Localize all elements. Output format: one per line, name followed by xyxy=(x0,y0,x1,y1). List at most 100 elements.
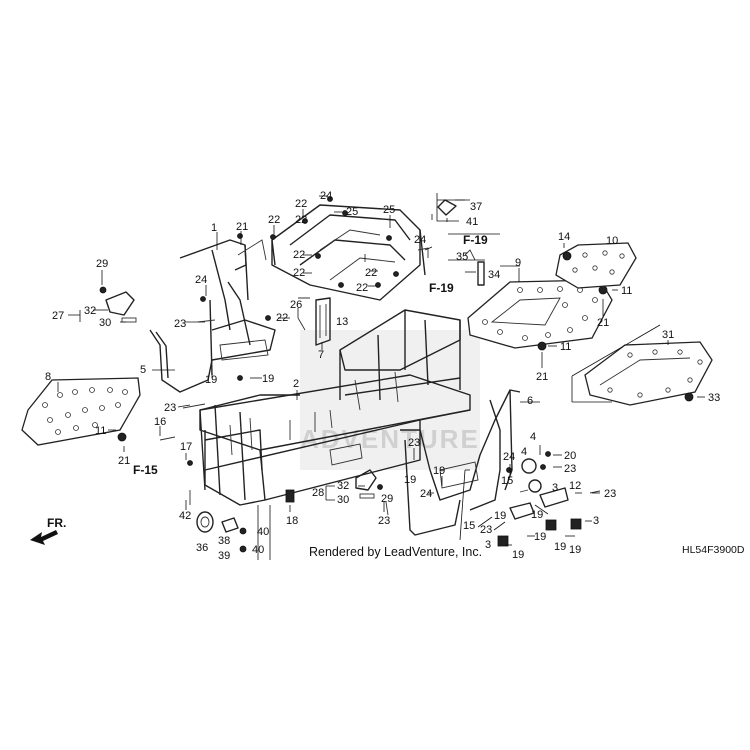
watermark-text: ADVENTURE xyxy=(300,424,480,454)
label-part-3: 3 xyxy=(552,482,558,494)
label-part-21: 21 xyxy=(236,221,248,233)
label-part-9: 9 xyxy=(515,257,521,269)
label-part-23: 23 xyxy=(564,463,576,475)
label-part-19: 19 xyxy=(404,474,416,486)
label-part-3: 3 xyxy=(593,515,599,527)
rendered-by-text: Rendered by LeadVenture, Inc. xyxy=(309,545,482,559)
label-part-21: 21 xyxy=(597,317,609,329)
label-part-12: 12 xyxy=(569,480,581,492)
label-part-23: 23 xyxy=(604,488,616,500)
label-part-18: 18 xyxy=(286,515,298,527)
rear-guard xyxy=(400,389,521,536)
direction-label: FR. xyxy=(47,516,66,530)
label-part-19: 19 xyxy=(534,531,546,543)
label-part-26: 26 xyxy=(290,299,302,311)
label-part-1: 1 xyxy=(211,222,217,234)
label-part-35: 35 xyxy=(456,251,468,263)
floor-plate-center xyxy=(467,279,613,351)
label-part-22: 22 xyxy=(365,267,377,279)
label-part-27: 27 xyxy=(52,310,64,322)
label-part-11: 11 xyxy=(95,425,106,437)
label-part-19: 19 xyxy=(531,509,543,521)
label-part-42: 42 xyxy=(179,510,191,522)
label-part-22: 22 xyxy=(276,312,288,324)
part-labels: 1 21 22 22 22 24 25 25 22 22 22 22 24 37… xyxy=(45,190,720,562)
label-part-11: 11 xyxy=(560,341,571,353)
label-part-40: 40 xyxy=(257,526,269,538)
label-part-14: 14 xyxy=(558,231,570,243)
label-part-4: 4 xyxy=(530,431,536,443)
label-part-23: 23 xyxy=(480,524,492,536)
label-part-24: 24 xyxy=(195,274,207,286)
front-direction-arrow-icon xyxy=(30,530,58,545)
label-part-19: 19 xyxy=(262,373,274,385)
label-part-6: 6 xyxy=(527,395,533,407)
label-part-23: 23 xyxy=(378,515,390,527)
label-part-39: 39 xyxy=(218,550,230,562)
label-part-15: 15 xyxy=(501,475,513,487)
label-part-22: 22 xyxy=(293,249,305,261)
label-part-29: 29 xyxy=(96,258,108,270)
label-part-29: 29 xyxy=(381,493,393,505)
ref-f15: F-15 xyxy=(133,463,158,477)
label-part-31: 31 xyxy=(662,329,674,341)
label-part-19: 19 xyxy=(512,549,524,561)
label-part-25: 25 xyxy=(346,206,358,218)
label-part-21: 21 xyxy=(118,455,130,467)
label-part-24: 24 xyxy=(414,234,426,246)
label-part-24: 24 xyxy=(420,488,432,500)
label-part-32: 32 xyxy=(84,305,96,317)
label-part-19: 19 xyxy=(433,465,445,477)
label-part-23: 23 xyxy=(408,437,420,449)
label-part-23: 23 xyxy=(174,318,186,330)
label-part-19: 19 xyxy=(205,374,217,386)
upper-rear-frame xyxy=(271,204,426,301)
label-part-22: 22 xyxy=(295,198,307,210)
floor-plate-right xyxy=(571,324,713,406)
vertical-brace xyxy=(315,297,331,346)
label-part-30: 30 xyxy=(99,317,111,329)
label-part-22: 22 xyxy=(356,282,368,294)
ref-f19-lower: F-19 xyxy=(429,281,454,295)
mount-group-left xyxy=(189,490,247,553)
label-part-15: 15 xyxy=(463,520,475,532)
label-part-13: 13 xyxy=(336,316,348,328)
label-part-19: 19 xyxy=(569,544,581,556)
floor-plate-top-right xyxy=(555,242,637,289)
label-part-2: 2 xyxy=(293,378,299,390)
label-part-23: 23 xyxy=(164,402,176,414)
leader-lines xyxy=(57,193,705,560)
label-part-22: 22 xyxy=(268,214,280,226)
front-guard xyxy=(149,281,276,393)
label-part-25: 25 xyxy=(383,204,395,216)
hardware-top-right xyxy=(417,199,485,286)
label-part-19: 19 xyxy=(494,510,506,522)
label-part-16: 16 xyxy=(154,416,166,428)
bracket-left xyxy=(99,286,137,323)
label-part-32: 32 xyxy=(337,480,349,492)
label-part-17: 17 xyxy=(180,441,192,453)
label-part-20: 20 xyxy=(564,450,576,462)
label-part-5: 5 xyxy=(140,364,146,376)
label-part-34: 34 xyxy=(488,269,500,281)
diagram-code: HL54F3900D xyxy=(682,544,745,556)
label-part-33: 33 xyxy=(708,392,720,404)
ref-f19-upper: F-19 xyxy=(463,233,488,247)
label-part-8: 8 xyxy=(45,371,51,383)
label-part-28: 28 xyxy=(312,487,324,499)
label-part-10: 10 xyxy=(606,235,618,247)
label-part-19: 19 xyxy=(554,541,566,553)
label-part-22: 22 xyxy=(293,267,305,279)
bracket-center xyxy=(355,469,377,499)
label-part-41: 41 xyxy=(466,216,478,228)
label-part-30: 30 xyxy=(337,494,349,506)
background-shading: ADVENTURE xyxy=(300,330,480,470)
label-part-11: 11 xyxy=(621,285,632,297)
label-part-3: 3 xyxy=(485,539,491,551)
label-part-4: 4 xyxy=(521,446,527,458)
label-part-21: 21 xyxy=(536,371,548,383)
main-frame xyxy=(199,309,471,506)
mount-group-right xyxy=(497,458,582,547)
label-part-22: 22 xyxy=(295,214,307,226)
floor-plate-left xyxy=(21,377,141,446)
